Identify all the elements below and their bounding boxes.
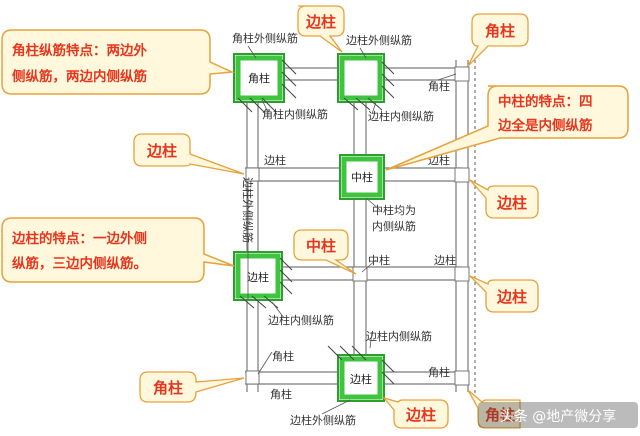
tag-edge-right-low-text: 边柱 <box>496 288 527 306</box>
watermark: 头条 @地产微分享 <box>478 402 638 428</box>
tag-middle-center-text: 中柱 <box>306 237 336 255</box>
label-middle-small: 中柱 <box>368 253 390 267</box>
label-edge-right-low: 边柱 <box>434 253 456 267</box>
callout-middle: 中柱的特点：四 边全是内侧纵筋 <box>385 85 629 171</box>
column-edge-bottom: 边柱 <box>327 345 395 402</box>
column-middle: 中柱 <box>339 154 385 200</box>
label-corner-mid-bottom: 角柱 <box>272 349 294 363</box>
tag-corner-bottom-right-text: 角柱 <box>485 406 515 424</box>
column-label-edge-left: 边柱 <box>247 270 269 284</box>
callout-corner-line1: 角柱纵筋特点：两边外 <box>12 42 147 59</box>
tag-edge-right-mid: 边柱 <box>469 179 539 219</box>
watermark-text: 头条 @地产微分享 <box>500 408 616 425</box>
tag-corner-bottom-left-text: 角柱 <box>153 379 183 397</box>
tag-edge-bottom: 边柱 <box>382 396 449 429</box>
tag-edge-top: 边柱 <box>297 5 345 53</box>
callout-edge-line1: 边柱的特点：一边外侧 <box>11 230 147 247</box>
callout-corner: 角柱纵筋特点：两边外 侧纵筋，两边内侧纵筋 <box>1 29 235 95</box>
label-corner-tr: 角柱 <box>428 79 450 93</box>
label-edge-inner-left: 边柱内侧纵筋 <box>268 313 334 327</box>
label-corner-br: 角柱 <box>428 365 450 379</box>
column-corner-top-left: 角柱 <box>233 53 297 113</box>
tag-corner-bottom-left: 角柱 <box>139 371 245 403</box>
column-edge-left: 边柱 <box>233 251 293 309</box>
tag-corner-top-right-text: 角柱 <box>485 22 515 40</box>
callout-edge: 边柱的特点：一边外侧 纵筋，三边内侧纵筋。 <box>1 217 235 283</box>
tag-edge-left-text: 边柱 <box>146 142 177 160</box>
junction-boxes <box>245 66 470 386</box>
label-edge-inner-top: 边柱内侧纵筋 <box>368 109 434 123</box>
callout-corner-line2: 侧纵筋，两边内侧纵筋 <box>12 68 147 85</box>
tag-edge-right-low: 边柱 <box>469 275 539 313</box>
label-edge-outer-bottom: 边柱外侧纵筋 <box>290 413 356 427</box>
column-label-middle: 中柱 <box>351 170 373 184</box>
tag-edge-right-mid-text: 边柱 <box>496 194 527 212</box>
callout-edge-line2: 纵筋，三边内侧纵筋。 <box>12 255 147 272</box>
tag-corner-top-right: 角柱 <box>467 13 529 67</box>
column-label-edge-bottom: 边柱 <box>350 372 372 386</box>
label-middle-note-1: 中柱均为 <box>372 203 416 217</box>
label-middle-note-2: 内侧纵筋 <box>372 219 416 233</box>
column-label-corner: 角柱 <box>248 71 270 85</box>
label-edge-inner-bottom: 边柱内侧纵筋 <box>366 329 432 343</box>
tag-edge-left: 边柱 <box>133 133 245 175</box>
tag-edge-top-text: 边柱 <box>305 13 336 31</box>
tag-edge-bottom-text: 边柱 <box>405 406 436 424</box>
callout-middle-line2: 边全是内侧纵筋 <box>497 117 593 134</box>
label-corner-bl: 角柱 <box>270 387 292 401</box>
label-edge-left-mid: 边柱 <box>264 153 286 167</box>
tag-corner-bottom-right: 角柱 <box>467 389 521 429</box>
label-corner-inner: 角柱内侧纵筋 <box>262 107 328 121</box>
frame-labels: 角柱外侧纵筋 边柱外侧纵筋 角柱 角柱内侧纵筋 边柱内侧纵筋 边柱 边柱 中柱均… <box>232 31 457 427</box>
tag-middle-center: 中柱 <box>293 229 357 275</box>
label-edge-outer-top: 边柱外侧纵筋 <box>346 33 412 47</box>
callout-middle-line1: 中柱的特点：四 <box>498 93 593 110</box>
column-edge-top <box>337 53 395 111</box>
label-corner-outer-top: 角柱外侧纵筋 <box>232 31 298 45</box>
